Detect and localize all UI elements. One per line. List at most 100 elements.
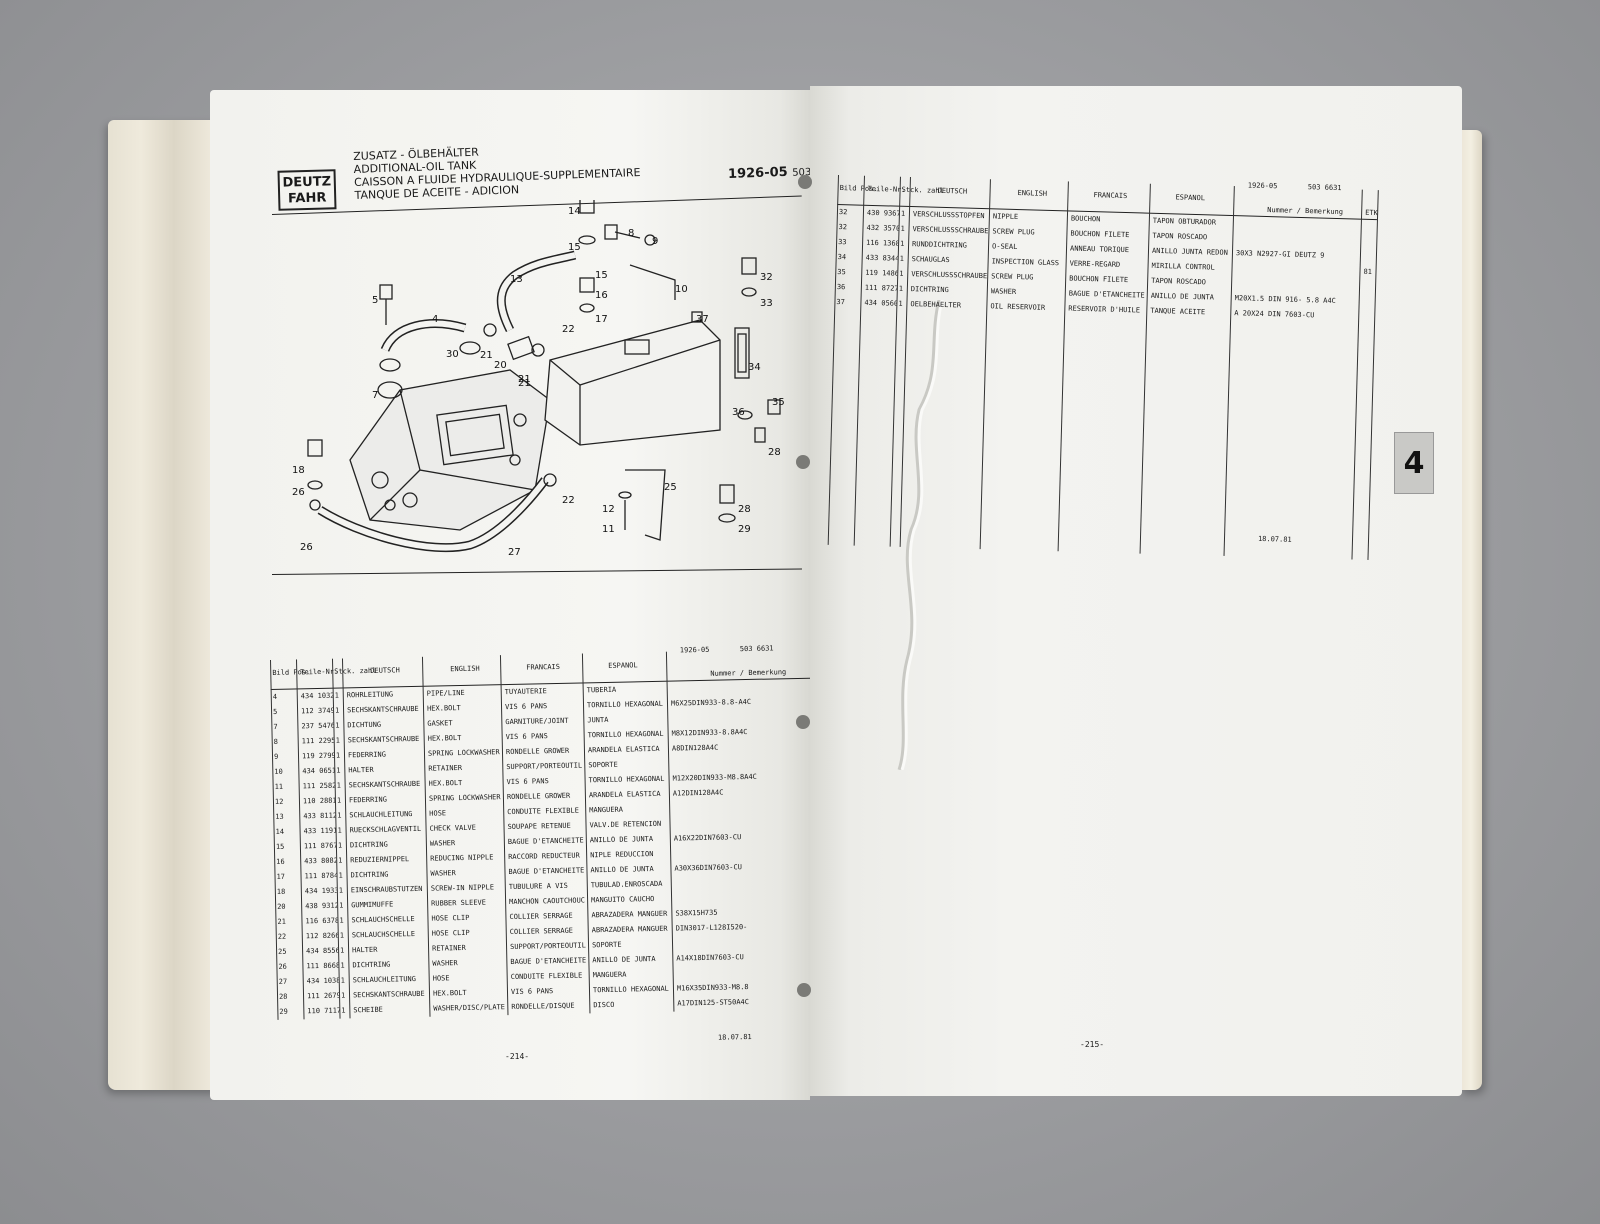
table-cell: SCHLAUCHSCHELLE bbox=[351, 915, 415, 925]
table-cell: HEX.BOLT bbox=[427, 734, 462, 743]
table-cell: 12 bbox=[274, 797, 284, 806]
table-cell: EINSCHRAUBSTUTZEN bbox=[350, 884, 423, 895]
callout-label: 37 bbox=[696, 314, 709, 325]
table-cell: FEDERRING bbox=[348, 795, 387, 805]
table-cell: 13 bbox=[275, 812, 284, 821]
table-cell: REDUZIERNIPPEL bbox=[350, 855, 410, 865]
table-cell: SCHLAUCHLEITUNG bbox=[352, 975, 417, 985]
torn-page-edge bbox=[897, 300, 944, 770]
table-cell: CONDUITE FLEXIBLE bbox=[507, 806, 579, 817]
table-cell: HEX.BOLT bbox=[432, 988, 467, 998]
left-table-code-main: 1926-05 bbox=[679, 645, 710, 655]
table-cell: GARNITURE/JOINT bbox=[505, 716, 569, 727]
callout-label: 36 bbox=[732, 407, 745, 418]
left-page bbox=[210, 90, 810, 1100]
table-cell: 111 2679 bbox=[306, 991, 340, 1001]
table-cell: 16 bbox=[276, 857, 285, 866]
callout-label: 34 bbox=[748, 362, 761, 373]
table-cell: 438 9312 bbox=[305, 901, 338, 911]
table-cell: MANGUERA bbox=[589, 805, 624, 815]
table-cell: 433 8082 bbox=[304, 856, 337, 866]
binder-hole-4 bbox=[797, 983, 811, 997]
table-cell: SECHSKANTSCHRAUBE bbox=[348, 779, 421, 790]
callout-label: 30 bbox=[446, 349, 459, 360]
table-cell: 18 bbox=[276, 887, 286, 896]
callout-label: 21 bbox=[518, 374, 531, 385]
table-cell: FEDERRING bbox=[347, 750, 387, 760]
table-cell: A17DIN125-ST50A4C bbox=[677, 998, 750, 1008]
table-cell: 434 1933 bbox=[304, 886, 338, 896]
table-cell: NIPLE REDUCCION bbox=[590, 850, 654, 860]
table-cell: SCREW-IN NIPPLE bbox=[430, 883, 495, 893]
table-cell: ARANDELA ELASTICA bbox=[587, 744, 660, 755]
table-cell: 433 8112 bbox=[303, 811, 336, 821]
section-tab[interactable]: 4 bbox=[1394, 432, 1434, 494]
table-cell: PIPE/LINE bbox=[426, 688, 465, 698]
table-cell: MANGUITO CAUCHO bbox=[591, 895, 655, 905]
table-cell: 237 5476 bbox=[301, 721, 334, 731]
table-cell: 28 bbox=[278, 992, 288, 1001]
table-cell: VIS 6 PANS bbox=[504, 702, 548, 712]
table-cell: WASHER bbox=[432, 959, 458, 968]
table-cell: GUMMIMUFFE bbox=[351, 900, 394, 910]
table-cell: HOSE CLIP bbox=[431, 913, 470, 923]
table-cell: HALTER bbox=[348, 765, 374, 775]
page-stack-right bbox=[1460, 130, 1482, 1090]
table-cell: 7 bbox=[273, 722, 278, 731]
table-cell: 433 8344 bbox=[865, 253, 898, 263]
right-table-date: 18.07.81 bbox=[1257, 534, 1292, 544]
callout-label: 14 bbox=[568, 206, 581, 217]
table-cell: CONDUITE FLEXIBLE bbox=[510, 971, 583, 982]
table-cell: HOSE bbox=[432, 974, 450, 983]
doc-code-main: 1926-05 bbox=[727, 164, 788, 182]
table-cell: WASHER bbox=[430, 869, 456, 878]
table-cell: HEX.BOLT bbox=[428, 778, 463, 788]
callout-label: 26 bbox=[292, 487, 305, 498]
callout-label: 4 bbox=[432, 314, 438, 325]
table-cell: SPRING LOCKWASHER bbox=[428, 793, 501, 803]
table-cell: CHECK VALVE bbox=[429, 823, 477, 833]
table-cell: SPRING LOCKWASHER bbox=[427, 748, 500, 758]
callout-label: 35 bbox=[772, 397, 785, 408]
table-cell: 36 bbox=[836, 283, 846, 292]
table-cell: 110 2881 bbox=[302, 796, 336, 806]
table-cell: RONDELLE GROWER bbox=[505, 746, 570, 757]
right-parts-table: 1926-05 503 6631 Bild Pos. Teile-Nr. Stc… bbox=[827, 175, 1379, 560]
table-cell: 434 1038 bbox=[306, 976, 339, 986]
table-cell: TUBULURE A VIS bbox=[508, 881, 568, 892]
callout-label: 27 bbox=[508, 547, 521, 558]
table-cell: HEX.BOLT bbox=[426, 704, 461, 713]
table-cell: 32 bbox=[838, 208, 848, 217]
table-cell: BAGUE D'ETANCHEITE bbox=[507, 836, 584, 847]
table-cell: 37 bbox=[836, 298, 845, 307]
table-cell: 111 8727 bbox=[864, 283, 898, 293]
table-cell: GASKET bbox=[427, 719, 453, 728]
table-cell: 434 8556 bbox=[306, 946, 339, 956]
table-cell: SECHSKANTSCHRAUBE bbox=[346, 704, 419, 715]
callout-label: 25 bbox=[664, 482, 677, 493]
table-cell: 116 1368 bbox=[866, 238, 899, 248]
table-cell: OELBEHAELTER bbox=[910, 300, 962, 310]
table-cell: BAGUE D'ETANCHEITE bbox=[510, 956, 587, 967]
right-table-code-sub: 503 6631 bbox=[1307, 183, 1342, 193]
table-cell: REDUCING NIPPLE bbox=[430, 853, 494, 863]
table-cell: RETAINER bbox=[428, 764, 463, 773]
table-cell: SCHEIBE bbox=[353, 1005, 383, 1015]
table-cell: 17 bbox=[276, 872, 286, 881]
binder-hole-1 bbox=[798, 175, 812, 189]
table-cell: ABRAZADERA MANGUER bbox=[591, 924, 668, 935]
hdr-espanol: ESPANOL bbox=[608, 661, 638, 670]
callout-label: 16 bbox=[595, 290, 608, 301]
right-page-number: -215- bbox=[1080, 1040, 1105, 1049]
table-cell: DICHTRING bbox=[352, 960, 391, 970]
table-cell: 434 1032 bbox=[300, 691, 333, 701]
table-cell: 432 3570 bbox=[866, 223, 899, 233]
table-cell: RESERVOIR D'HUILE bbox=[1068, 304, 1141, 315]
table-cell: 21 bbox=[277, 917, 287, 926]
callout-label: 5 bbox=[372, 295, 378, 306]
table-cell: HOSE CLIP bbox=[431, 928, 470, 938]
table-cell: SOUPAPE RETENUE bbox=[507, 821, 571, 832]
table-cell: SCHLAUCHLEITUNG bbox=[349, 810, 413, 820]
r-hdr-deutsch: DEUTSCH bbox=[937, 186, 968, 196]
